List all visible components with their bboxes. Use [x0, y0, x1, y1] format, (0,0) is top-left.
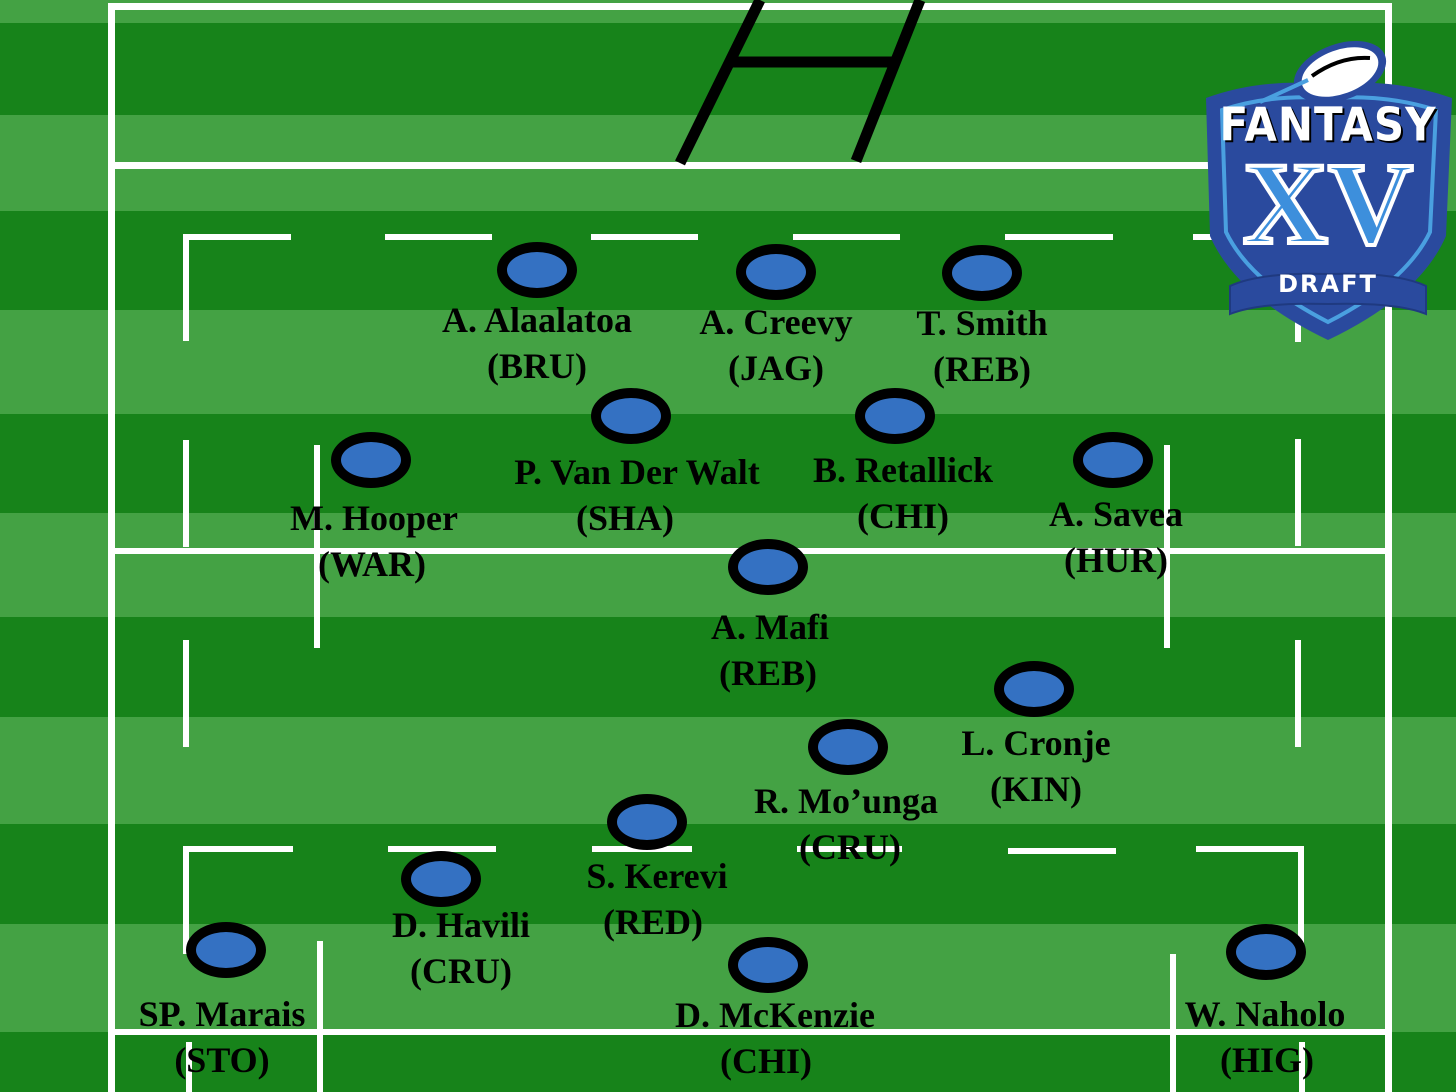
five-metre-dash [1299, 1042, 1305, 1092]
five-metre-dash [1005, 234, 1113, 240]
player-name: D. Havili [391, 905, 530, 945]
grass-stripe [0, 1032, 1456, 1092]
grass-stripe [0, 310, 1456, 414]
player-team: (REB) [933, 349, 1031, 389]
player-name: M. Hooper [290, 498, 458, 538]
ten-metre-dash [1196, 846, 1304, 852]
try-line [108, 162, 1392, 169]
player-team: (CRU) [799, 827, 901, 867]
halfway-line [108, 1029, 1392, 1035]
player-team: (CRU) [410, 951, 512, 991]
player-team: (REB) [719, 653, 817, 693]
player-team: (SHA) [576, 498, 674, 538]
player-name: T. Smith [916, 303, 1048, 343]
five-metre-dash [183, 234, 291, 240]
player-team: (BRU) [487, 346, 587, 386]
player-team: (HUR) [1064, 540, 1168, 580]
five-metre-dash [793, 234, 900, 240]
ten-metre-dash [797, 846, 902, 852]
player-team: (CHI) [720, 1041, 812, 1081]
ten-metre-dash [1008, 848, 1116, 854]
player-name: W. Naholo [1184, 994, 1346, 1034]
player-name: SP. Marais [138, 994, 306, 1034]
grass-stripe [0, 824, 1456, 924]
player-name: P. Van Der Walt [514, 452, 760, 492]
five-metre-dash [183, 440, 189, 547]
player-token-icon [401, 851, 481, 907]
player-team: (STO) [174, 1040, 270, 1080]
five-metre-dash [1298, 847, 1304, 954]
player-token-icon [1226, 924, 1306, 980]
fifteen-metre-line [317, 941, 323, 1092]
player-team: (RED) [603, 902, 703, 942]
player-token-icon [331, 432, 411, 488]
logo-line2: XV [1241, 138, 1415, 269]
ten-metre-dash [183, 846, 293, 852]
fifteen-metre-line [314, 445, 320, 648]
player-team: (WAR) [318, 544, 426, 584]
player-team: (JAG) [728, 348, 824, 388]
five-metre-dash [183, 847, 189, 954]
player-name: L. Cronje [961, 723, 1111, 763]
fantasy-xv-draft-logo: FANTASY XV DRAFT [1200, 36, 1456, 346]
five-metre-dash [1295, 640, 1301, 747]
fifteen-metre-line [1164, 445, 1170, 648]
fifteen-metre-line [1170, 954, 1176, 1092]
player-token-icon [1073, 432, 1153, 488]
player-name: A. Creevy [699, 302, 853, 342]
player-team: (KIN) [990, 769, 1082, 809]
player-name: A. Alaalatoa [441, 300, 632, 340]
player-token-icon [607, 794, 687, 850]
player-token-icon [186, 922, 266, 978]
goalpost-icon [675, 0, 926, 166]
rugby-ball-icon [1259, 40, 1387, 104]
grass-stripe [0, 617, 1456, 717]
player-token-icon [942, 245, 1022, 301]
player-token-icon [728, 539, 808, 595]
ten-metre-dash [388, 846, 496, 852]
grass-stripe [0, 414, 1456, 513]
player-name: S. Kerevi [586, 856, 728, 896]
dead-ball-line [108, 3, 1392, 10]
five-metre-dash [591, 234, 698, 240]
shield-icon [1206, 40, 1452, 340]
five-metre-dash [183, 234, 189, 341]
logo-line3: DRAFT [1278, 270, 1378, 298]
five-metre-dash [1295, 439, 1301, 546]
player-name: B. Retallick [813, 450, 993, 490]
touchline-left [108, 3, 115, 1092]
five-metre-dash [1295, 318, 1301, 342]
player-name: A. Savea [1049, 494, 1183, 534]
player-name: A. Mafi [711, 607, 829, 647]
player-token-icon [808, 719, 888, 775]
five-metre-dash [186, 1042, 192, 1092]
grass-stripe [0, 717, 1456, 824]
player-team: (HIG) [1220, 1040, 1314, 1080]
player-token-icon [994, 661, 1074, 717]
player-token-icon [728, 937, 808, 993]
player-token-icon [736, 244, 816, 300]
player-team: (CHI) [857, 496, 949, 536]
player-token-icon [497, 242, 577, 298]
player-name: D. McKenzie [675, 995, 875, 1035]
player-token-icon [855, 388, 935, 444]
five-metre-dash [183, 640, 189, 747]
player-token-icon [591, 388, 671, 444]
touchline-right [1385, 3, 1392, 1092]
logo-line1: FANTASY [1219, 97, 1437, 152]
player-name: R. Mo’unga [753, 781, 938, 821]
five-metre-dash [385, 234, 492, 240]
